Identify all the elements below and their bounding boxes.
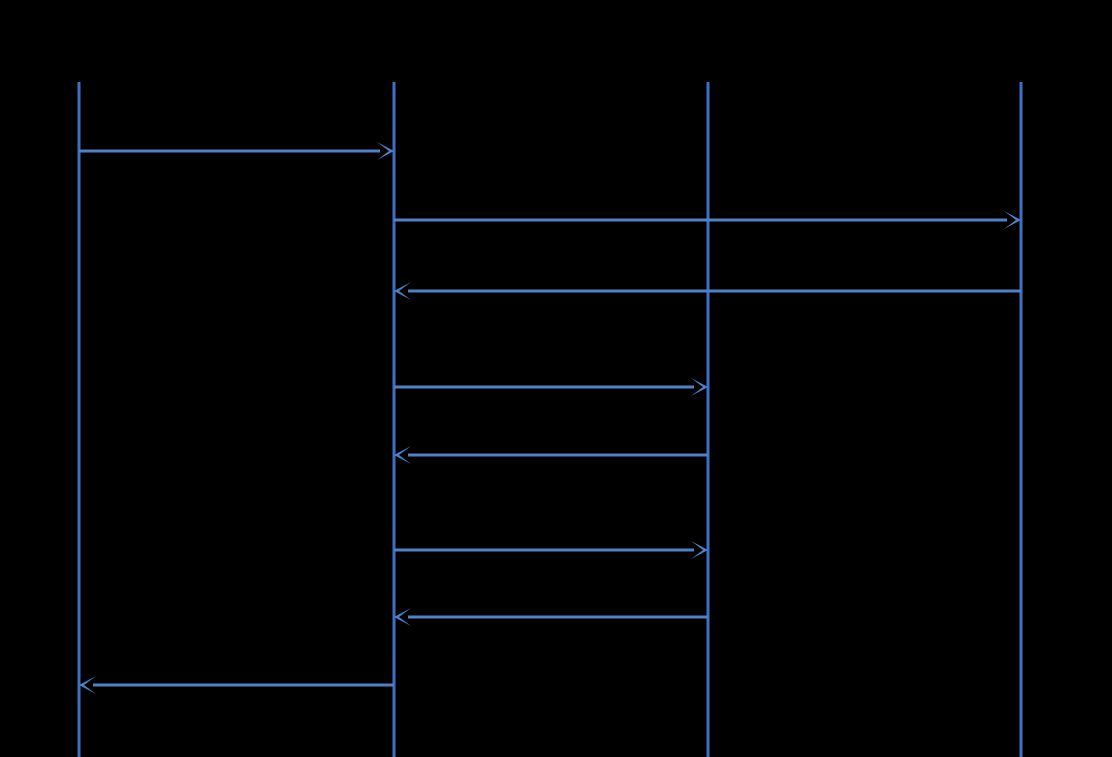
lifelines-group [77, 82, 1023, 757]
arrowhead-icon [691, 541, 708, 559]
arrowhead-icon [1004, 211, 1021, 229]
arrowhead-icon [377, 142, 394, 160]
message-arrow[interactable] [394, 446, 708, 464]
message-arrow[interactable] [394, 282, 1021, 300]
arrowhead-icon [394, 282, 411, 300]
messages-group [79, 142, 1021, 694]
message-arrow[interactable] [394, 608, 708, 626]
arrowhead-icon [691, 378, 708, 396]
arrowhead-icon [79, 676, 96, 694]
message-arrow[interactable] [394, 541, 708, 559]
message-arrow[interactable] [79, 676, 394, 694]
message-arrow[interactable] [394, 378, 708, 396]
message-arrow[interactable] [79, 142, 394, 160]
arrowhead-icon [394, 608, 411, 626]
message-arrow[interactable] [394, 211, 1021, 229]
arrowhead-icon [394, 446, 411, 464]
